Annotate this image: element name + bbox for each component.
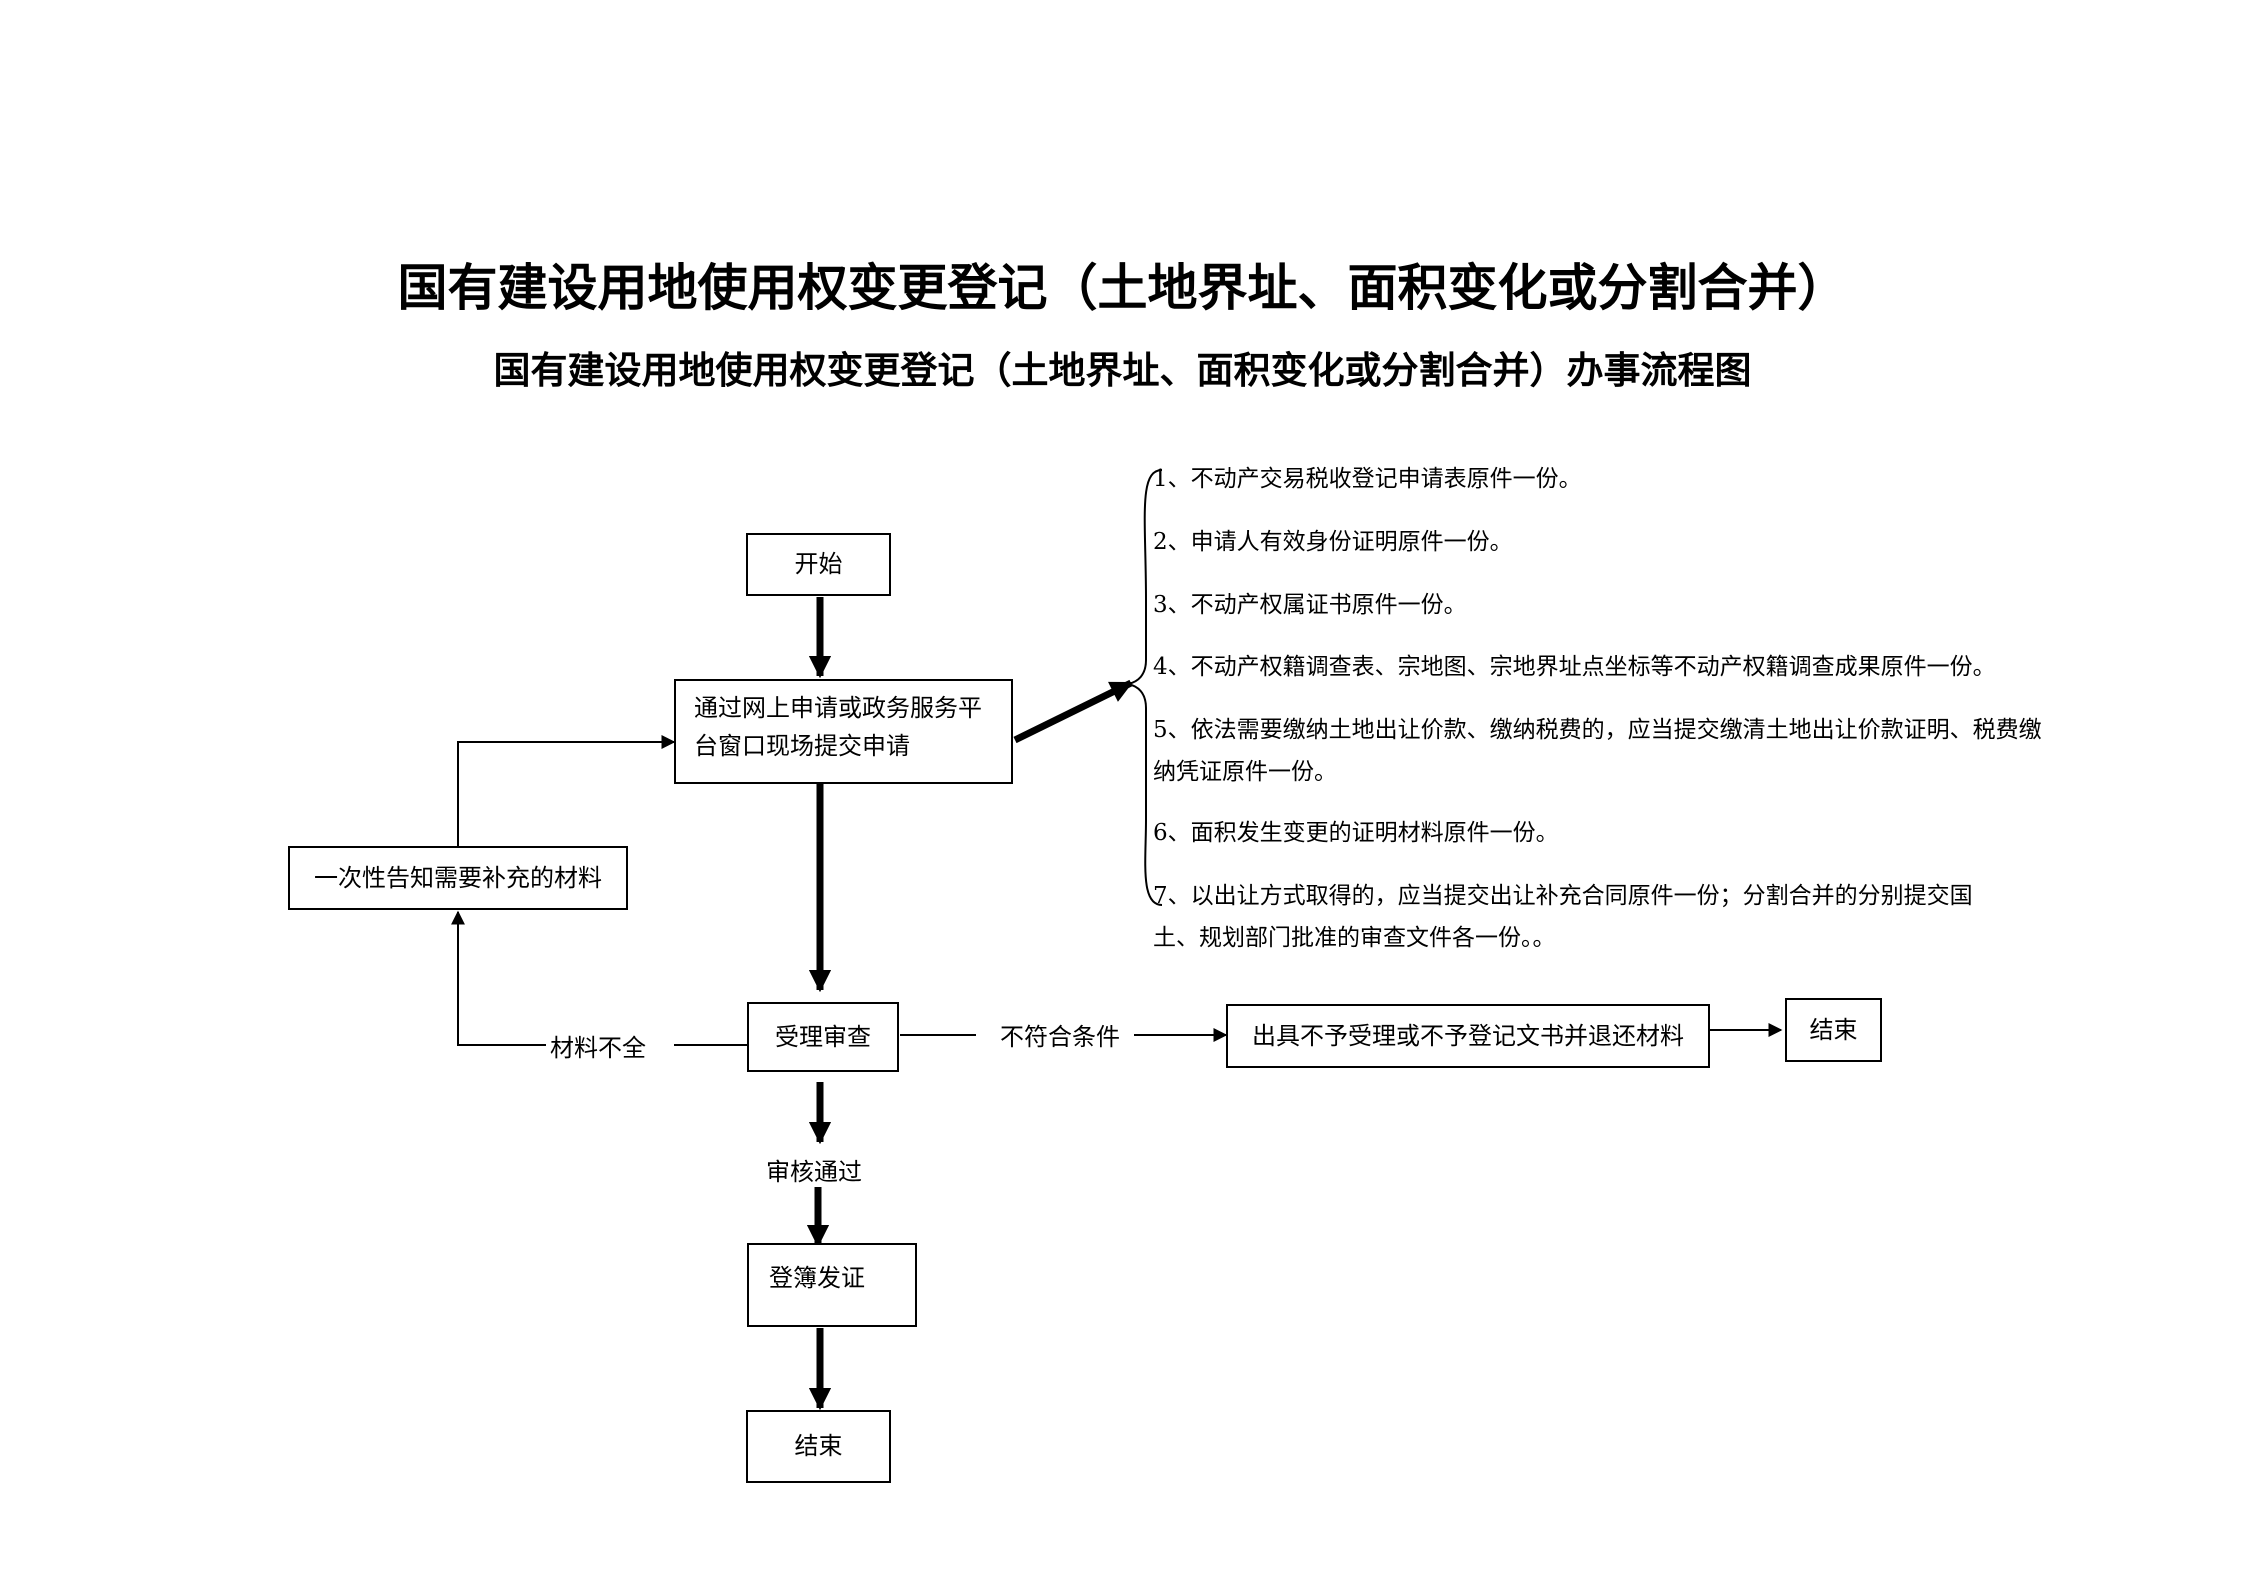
arrow-notify-to-submit: [457, 735, 676, 846]
requirement-item: 4、不动产权籍调查表、宗地图、宗地界址点坐标等不动产权籍调查成果原件一份。: [1153, 654, 1996, 680]
end-node: 结束: [746, 1410, 891, 1483]
edge-label-incomplete: 材料不全: [550, 1028, 646, 1063]
register-certificate-node: 登簿发证: [747, 1243, 917, 1327]
requirement-item: 1、不动产交易税收登记申请表原件一份。: [1153, 466, 1582, 492]
page-subtitle: 国有建设用地使用权变更登记（土地界址、面积变化或分割合并）办事流程图: [493, 348, 1752, 392]
requirement-item: 7、以出让方式取得的，应当提交出让补充合同原件一份；分割合并的分别提交国土、规划…: [1153, 883, 1973, 951]
page-title: 国有建设用地使用权变更登记（土地界址、面积变化或分割合并）: [397, 258, 1848, 317]
start-node: 开始: [746, 533, 891, 596]
requirements-brace: [1127, 469, 1163, 906]
arrow-incomplete-to-notify: [451, 910, 546, 1046]
requirement-item: 3、不动产权属证书原件一份。: [1153, 592, 1467, 618]
requirement-item: 6、面积发生变更的证明材料原件一份。: [1153, 820, 1559, 846]
notify-supplement-node: 一次性告知需要补充的材料: [288, 846, 628, 910]
arrow-submit-to-requirements: [1013, 679, 1134, 744]
submit-application-node: 通过网上申请或政务服务平台窗口现场提交申请: [674, 679, 1013, 784]
reject-node: 出具不予受理或不予登记文书并退还材料: [1226, 1004, 1710, 1068]
end-reject-node: 结束: [1785, 998, 1882, 1062]
requirement-item: 5、依法需要缴纳土地出让价款、缴纳税费的，应当提交缴清土地出让价款证明、税费缴纳…: [1153, 717, 2042, 785]
review-node: 受理审查: [747, 1002, 899, 1072]
requirement-item: 2、申请人有效身份证明原件一份。: [1153, 529, 1513, 555]
edge-label-approved: 审核通过: [766, 1152, 862, 1187]
edge-label-not-eligible: 不符合条件: [1000, 1017, 1120, 1052]
